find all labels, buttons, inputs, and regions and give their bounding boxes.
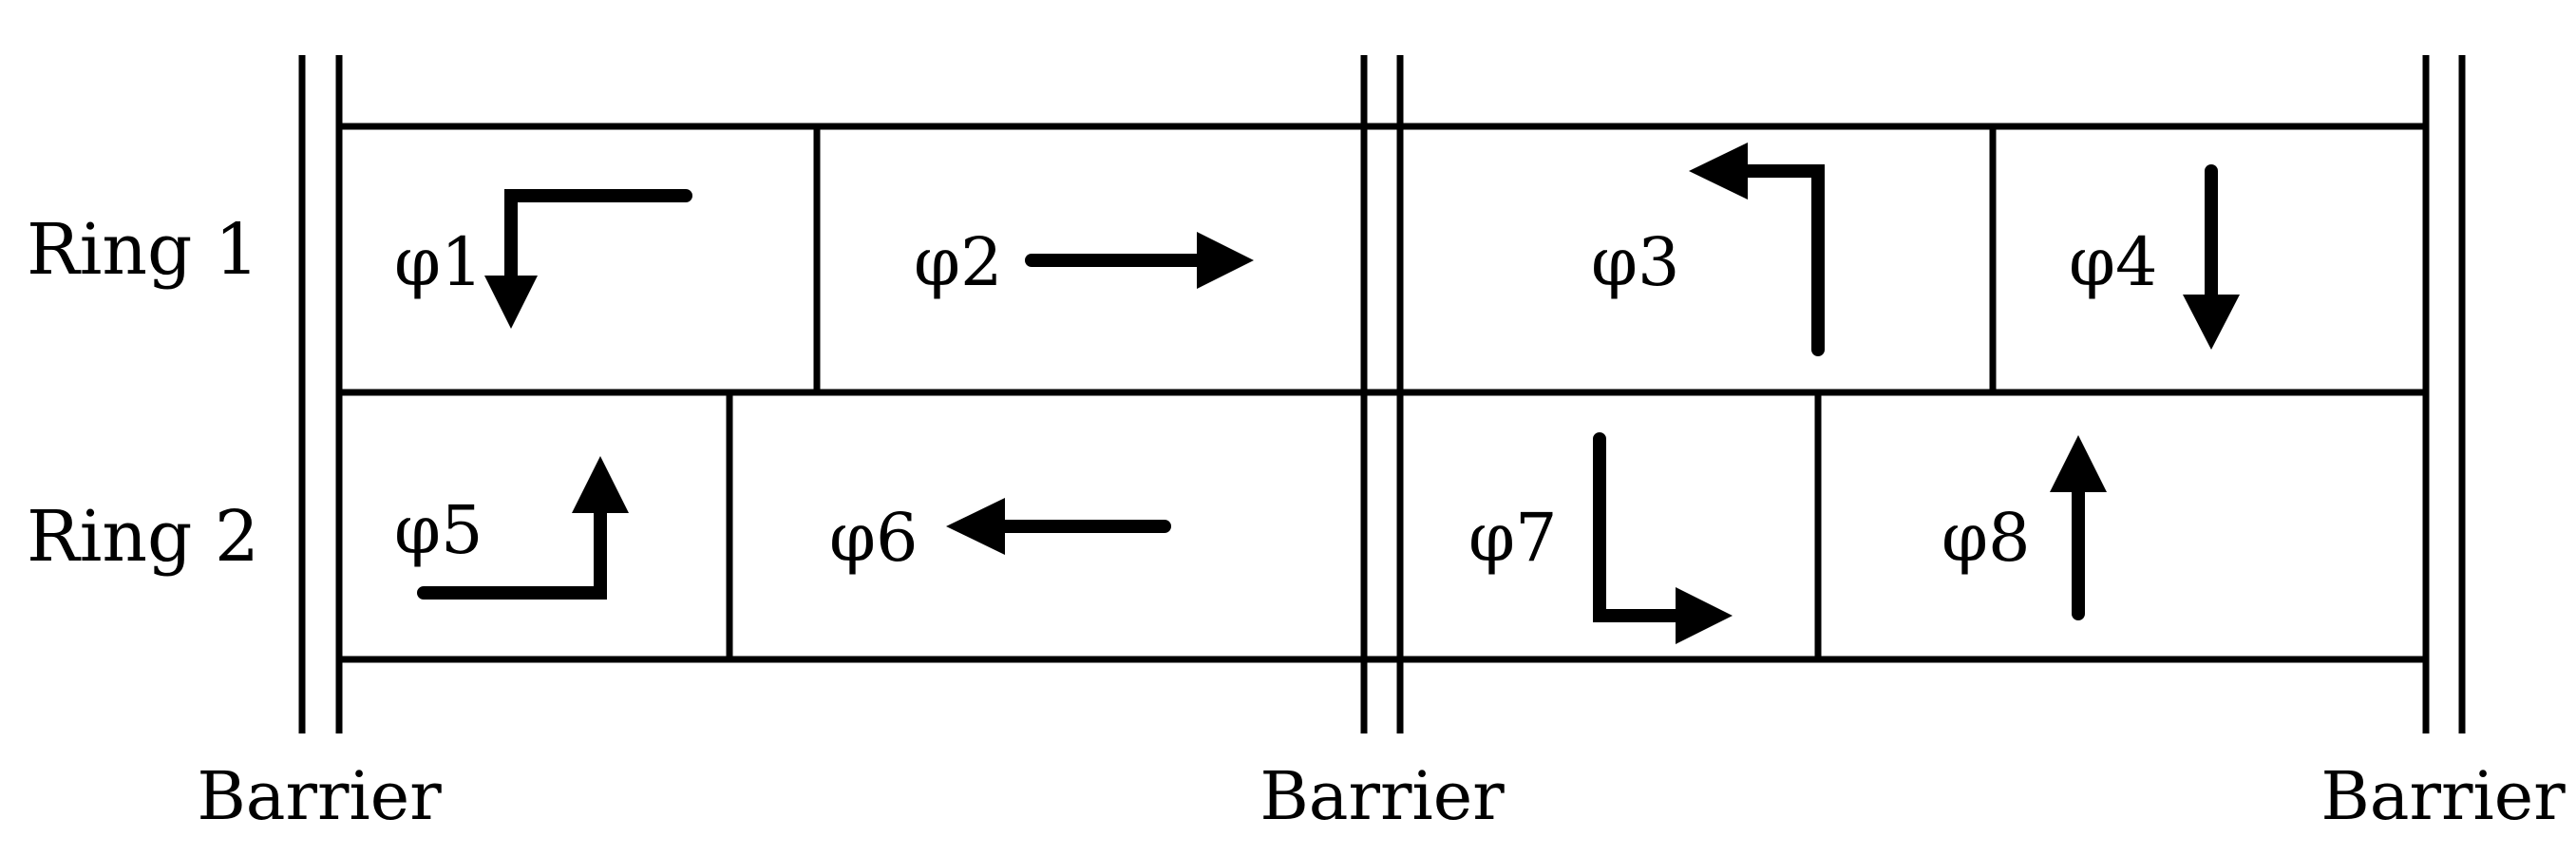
through-down-arrow-icon [2183, 164, 2240, 350]
phase-7-label: φ7 [1468, 499, 1558, 577]
phase-8-cell: φ8 [1941, 435, 2107, 620]
phase-4-label: φ4 [2069, 223, 2158, 301]
phase-5-cell: φ5 [394, 456, 629, 600]
phase-8-label: φ8 [1941, 499, 2031, 577]
through-right-arrow-icon [1025, 232, 1254, 289]
phase-7-cell: φ7 [1468, 432, 1733, 644]
phase-1-label: φ1 [394, 223, 483, 301]
right-turn-arrow-icon [1593, 432, 1733, 644]
phase-3-cell: φ3 [1591, 143, 1825, 356]
phase-2-label: φ2 [914, 223, 1003, 301]
through-up-arrow-icon [2050, 435, 2107, 620]
barrier-label-middle: Barrier [1260, 757, 1505, 835]
left-turn-up-arrow-icon [417, 456, 629, 600]
phase-5-label: φ5 [394, 491, 483, 569]
left-turn-down-arrow-icon [484, 189, 692, 329]
barrier-right [2422, 55, 2466, 733]
phase-3-label: φ3 [1591, 223, 1680, 301]
through-left-arrow-icon [946, 498, 1171, 555]
left-turn-up-arrow-icon [1689, 143, 1825, 356]
barrier-left [298, 55, 343, 733]
phase-6-label: φ6 [829, 499, 919, 577]
barrier-middle [1360, 55, 1404, 733]
ring-1-label: Ring 1 [27, 209, 259, 291]
barrier-label-left: Barrier [197, 757, 442, 835]
phase-2-cell: φ2 [914, 223, 1254, 301]
phase-6-cell: φ6 [829, 498, 1171, 577]
phase-4-cell: φ4 [2069, 164, 2240, 350]
barrier-label-right: Barrier [2320, 757, 2566, 835]
ring-2-label: Ring 2 [27, 496, 259, 578]
phase-1-cell: φ1 [394, 189, 692, 329]
